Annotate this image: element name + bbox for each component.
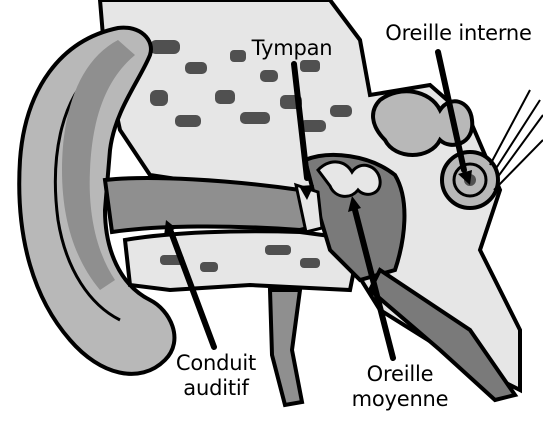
label-oreille-moyenne: Oreille moyenne [344,362,456,412]
label-oreille-interne-line-1: Oreille interne [376,21,541,46]
label-oreille-moyenne-line-2: moyenne [344,387,456,412]
label-conduit-auditif: Conduit auditif [160,351,272,401]
label-tympan-line-1: Tympan [246,36,338,61]
label-oreille-moyenne-line-1: Oreille [344,362,456,387]
label-tympan: Tympan [246,36,338,61]
label-conduit-auditif-line-1: Conduit [160,351,272,376]
styloid-process [270,290,302,405]
label-conduit-auditif-line-2: auditif [160,376,272,401]
label-oreille-interne: Oreille interne [376,21,541,46]
